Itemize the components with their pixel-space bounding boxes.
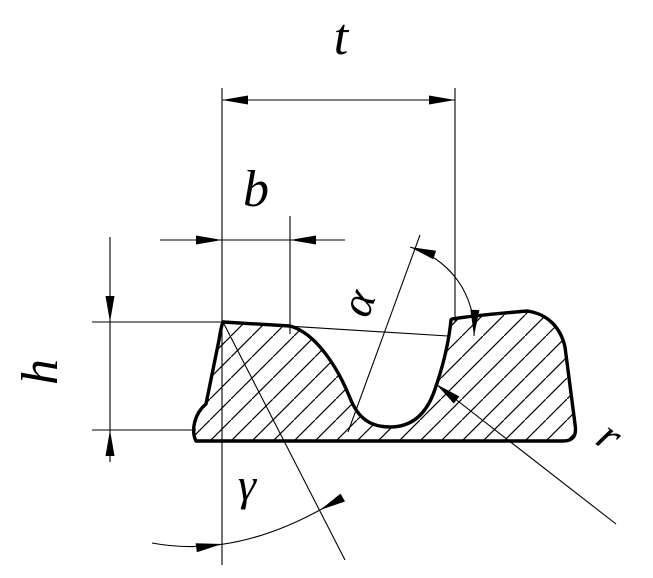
- radius-arrow: [436, 384, 460, 404]
- gamma-right-arrow: [320, 493, 345, 510]
- pitch-left-arrow: [222, 95, 248, 105]
- alpha-top-arrow: [410, 247, 437, 260]
- extension-lines: [92, 88, 456, 565]
- height-label: h: [12, 359, 69, 385]
- gamma-angle-dimension: γ: [151, 459, 345, 553]
- tooth-face-reference-line: [347, 234, 421, 433]
- gamma-angle-label: γ: [238, 459, 258, 510]
- pitch-dimension: t: [222, 9, 455, 105]
- pitch-label: t: [334, 9, 350, 66]
- gamma-left-arrow: [195, 543, 222, 553]
- gamma-angle-arc: [151, 496, 343, 548]
- radius-label: r: [588, 410, 633, 462]
- height-top-arrow: [105, 296, 115, 322]
- pitch-right-arrow: [429, 95, 455, 105]
- tooth-profile-outline: [192, 309, 578, 443]
- height-dimension: h: [12, 237, 115, 462]
- radius-leader-line: [435, 383, 617, 525]
- alpha-angle-label: α: [329, 282, 385, 323]
- height-bottom-arrow: [105, 430, 115, 456]
- width-right-arrow: [290, 235, 316, 245]
- width-dimension: b: [160, 161, 345, 245]
- width-label: b: [243, 161, 269, 218]
- width-left-arrow: [196, 235, 222, 245]
